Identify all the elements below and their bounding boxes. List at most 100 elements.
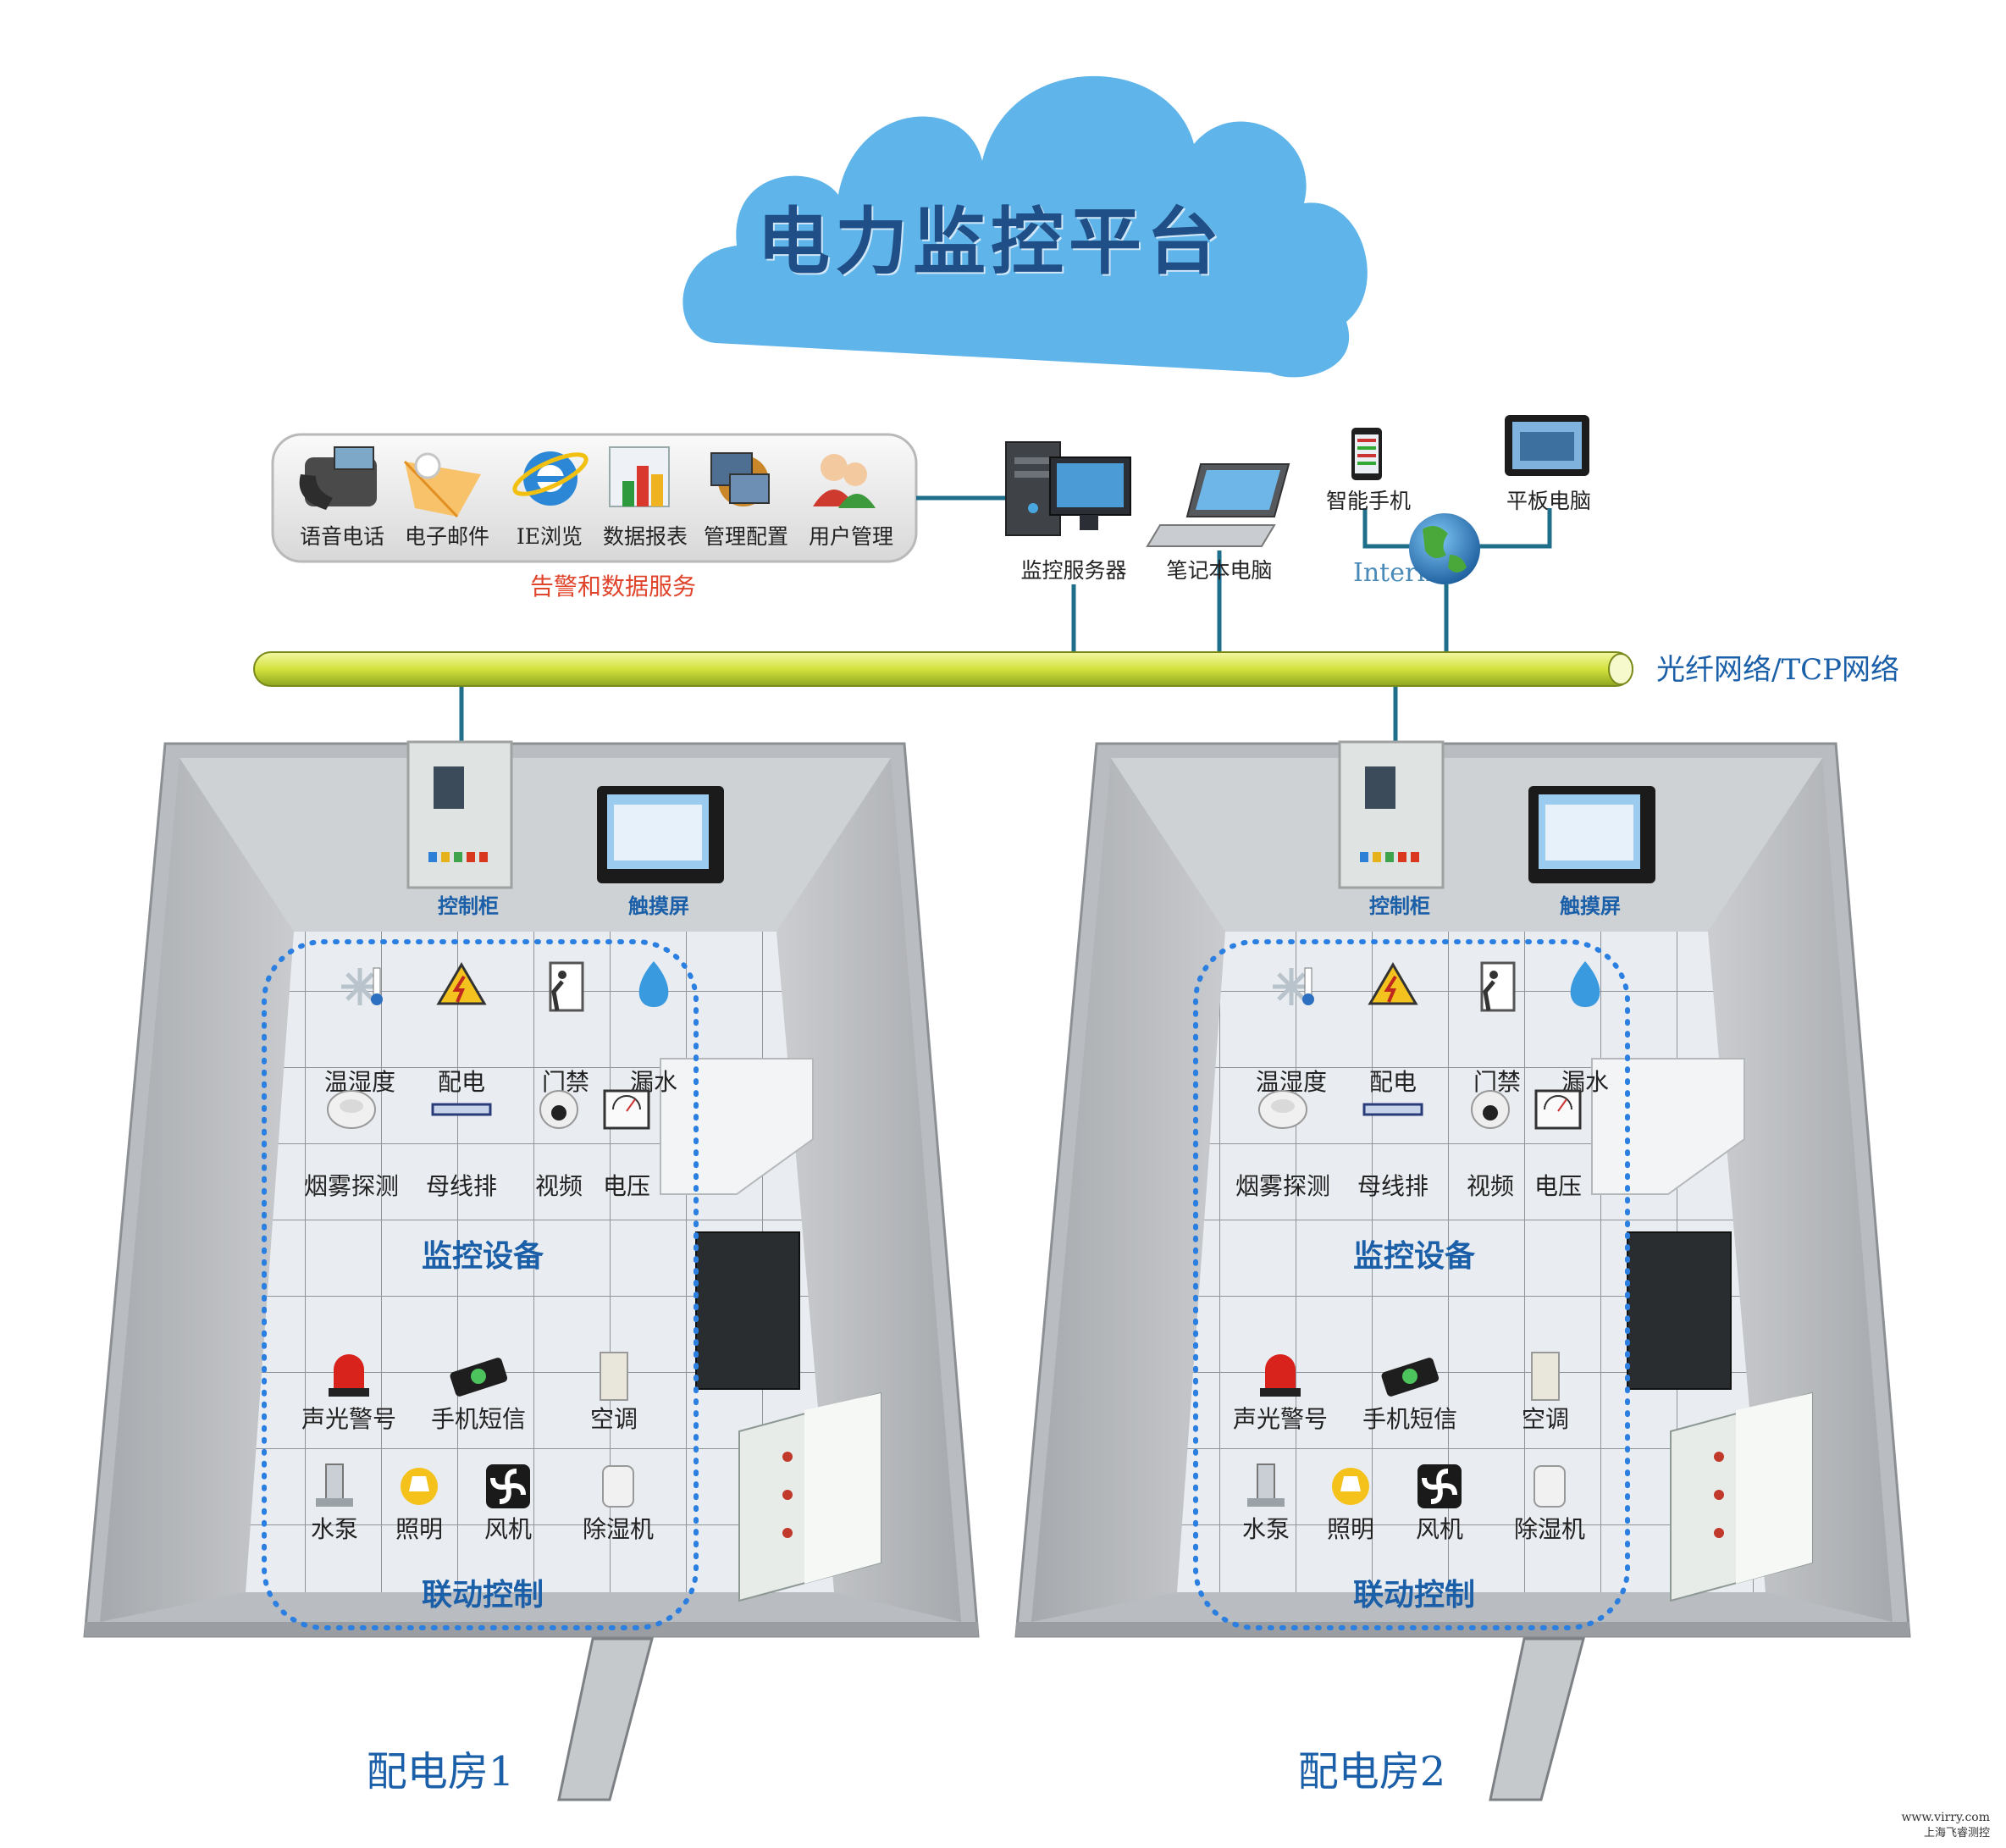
control-item-label: 手机短信 [431, 1405, 526, 1433]
fan-icon [486, 1464, 530, 1508]
warning-icon [1368, 962, 1418, 1005]
service-label-report: 数据报表 [603, 524, 688, 549]
network-bus [253, 651, 1633, 687]
touchscreen-label: 触摸屏 [1560, 894, 1621, 918]
server-icon [1005, 441, 1131, 536]
service-label-users: 用户管理 [809, 524, 893, 549]
water-pump-icon [1247, 1463, 1285, 1507]
monitor-item-label: 配电 [438, 1068, 485, 1096]
dehumidifier-icon [602, 1465, 634, 1508]
monitor-item-label: 母线排 [426, 1172, 497, 1200]
monitor-group-title: 监控设备 [422, 1238, 544, 1274]
camera-icon [1471, 1090, 1510, 1129]
service-label-ie: IE浏览 [517, 524, 583, 549]
email-icon [403, 452, 481, 518]
device-zone [262, 939, 699, 1630]
right-wall [1708, 758, 1893, 1622]
services-caption: 告警和数据服务 [530, 573, 696, 600]
busbar-icon [431, 1103, 492, 1116]
control-group-title: 联动控制 [422, 1577, 544, 1613]
touchscreen-label: 触摸屏 [628, 894, 689, 918]
service-label-config: 管理配置 [704, 524, 788, 549]
report-icon [609, 446, 670, 507]
control-item-label: 声光警号 [301, 1405, 396, 1433]
cloud [682, 75, 1368, 378]
laptop-label: 笔记本电脑 [1166, 558, 1272, 583]
door [557, 1637, 654, 1801]
page-title: 电力监控平台 [757, 200, 1224, 285]
control-cabinet-label: 控制柜 [1369, 894, 1430, 918]
config-icon [710, 452, 770, 506]
control-item-label: 照明 [395, 1515, 443, 1543]
back-wall [180, 758, 891, 932]
room-1: 控制柜触摸屏温湿度配电门禁漏水烟雾探测母线排视频电压监控设备声光警号手机短信空调… [83, 740, 980, 1801]
air-conditioner-icon [600, 1352, 628, 1401]
door [1489, 1637, 1585, 1801]
monitor-item-label: 烟雾探测 [304, 1172, 399, 1200]
smartphone-icon [1351, 428, 1382, 480]
busbar-icon [1362, 1103, 1423, 1116]
control-item-label: 水泵 [1242, 1515, 1290, 1543]
ups-cabinet [695, 1231, 800, 1390]
water-drop-icon [1570, 961, 1600, 1007]
left-wall [100, 758, 294, 1622]
globe-icon [1409, 513, 1480, 584]
ie-icon [512, 451, 589, 506]
alarm-light-icon [1260, 1354, 1301, 1397]
control-cabinet-icon [406, 740, 513, 889]
device-zone [1193, 939, 1630, 1630]
control-item-label: 风机 [484, 1515, 532, 1543]
service-label-email: 电子邮件 [405, 524, 489, 549]
smoke-detector-icon [327, 1090, 376, 1129]
monitor-item-label: 母线排 [1357, 1172, 1429, 1200]
wall-unit [660, 1058, 814, 1195]
water-drop-icon [638, 961, 669, 1007]
lighting-icon [1332, 1468, 1369, 1505]
service-label-phone: 语音电话 [300, 524, 384, 549]
control-item-label: 除湿机 [583, 1515, 654, 1543]
wall-unit [1591, 1058, 1745, 1195]
thermometer-icon [341, 967, 383, 1005]
sms-phone-icon [1381, 1358, 1440, 1397]
watermark-url: www.virry.com [1901, 1811, 1990, 1824]
water-pump-icon [316, 1463, 353, 1507]
watermark-company: 上海飞睿测控 [1924, 1827, 1990, 1840]
control-group-title: 联动控制 [1353, 1577, 1475, 1613]
thermometer-icon [1273, 967, 1314, 1005]
phone-icon [299, 446, 377, 510]
room-name-label: 配电房2 [1298, 1748, 1446, 1795]
monitor-item-label: 视频 [1467, 1172, 1514, 1200]
right-wall [776, 758, 961, 1622]
users-icon [813, 454, 876, 508]
fan-icon [1417, 1464, 1462, 1508]
bus-label: 光纤网络/TCP网络 [1656, 653, 1899, 687]
ups-cabinet [1627, 1231, 1732, 1390]
door-icon [549, 961, 584, 1012]
smartphone-label: 智能手机 [1326, 489, 1411, 513]
voltmeter-icon [603, 1089, 650, 1130]
monitor-item-label: 视频 [535, 1172, 583, 1200]
control-item-label: 声光警号 [1233, 1405, 1328, 1433]
sms-phone-icon [450, 1358, 508, 1397]
room-name-label: 配电房1 [367, 1748, 515, 1795]
smoke-detector-icon [1258, 1090, 1307, 1129]
monitor-group-title: 监控设备 [1353, 1238, 1476, 1274]
monitor-item-label: 电压 [603, 1172, 650, 1200]
left-wall [1031, 758, 1225, 1622]
dehumidifier-icon [1534, 1465, 1566, 1508]
laptop-icon [1146, 463, 1290, 547]
warning-icon [436, 962, 487, 1005]
lighting-icon [401, 1468, 438, 1505]
air-conditioner-icon [1531, 1352, 1560, 1401]
back-wall [1111, 758, 1822, 932]
control-item-label: 手机短信 [1362, 1405, 1457, 1433]
alarm-light-icon [329, 1354, 369, 1397]
cloud-title-box: 电力监控平台 [677, 182, 1304, 285]
services-panel: 语音电话 电子邮件 IE浏览 数据报表 管理配置 用户管理 [271, 433, 918, 563]
door-icon [1480, 961, 1516, 1012]
control-cabinet-icon [1338, 740, 1445, 889]
room-2: 控制柜触摸屏温湿度配电门禁漏水烟雾探测母线排视频电压监控设备声光警号手机短信空调… [1014, 740, 1911, 1801]
server-label: 监控服务器 [1020, 558, 1126, 583]
control-item-label: 水泵 [311, 1515, 358, 1543]
